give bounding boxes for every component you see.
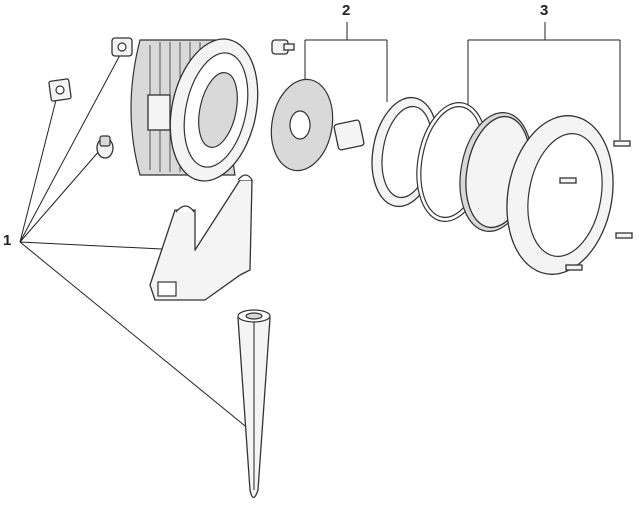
brand-badge [333, 119, 365, 151]
thumb-screw [96, 135, 114, 159]
square-nut [48, 78, 72, 102]
cover-screws [559, 140, 633, 271]
led-reflector-grid [270, 78, 334, 172]
lamp-housing [130, 38, 259, 182]
callout-1: 1 [3, 232, 12, 249]
ground-spike [237, 309, 271, 499]
callout-3: 3 [540, 2, 549, 19]
front-cover [506, 115, 614, 275]
housing-screw [271, 39, 295, 55]
leader-lines-1 [19, 54, 251, 431]
callout-2: 2 [342, 2, 351, 19]
bracket-3 [467, 22, 621, 140]
mounting-clip [111, 37, 133, 57]
mounting-bracket [149, 174, 253, 301]
bracket-2 [304, 22, 388, 102]
